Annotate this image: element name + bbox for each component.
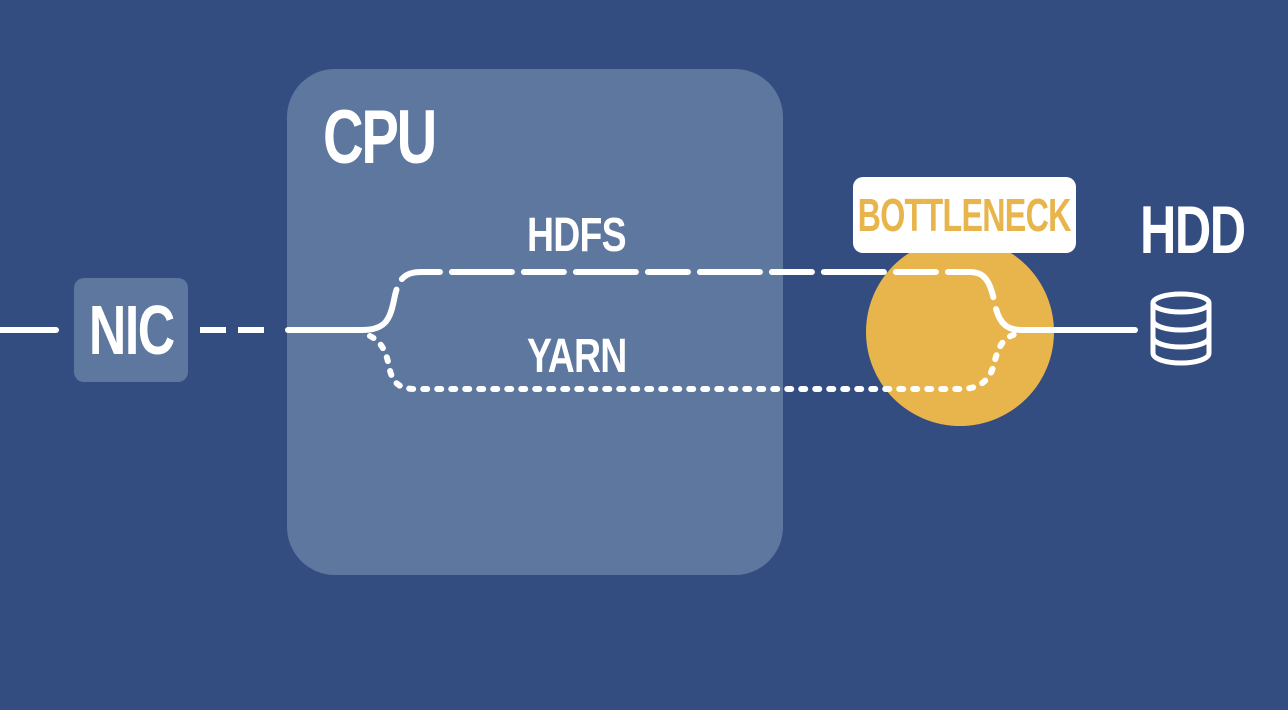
cpu-label: CPU bbox=[323, 95, 437, 180]
database-icon bbox=[1150, 291, 1212, 366]
yarn-path bbox=[367, 331, 1019, 392]
yarn-label: YARN bbox=[527, 330, 627, 383]
nic-box: NIC bbox=[74, 278, 188, 382]
hdfs-label: HDFS bbox=[527, 209, 627, 262]
hdfs-path bbox=[359, 269, 1025, 333]
nic-label: NIC bbox=[88, 291, 175, 369]
cpu-box bbox=[287, 69, 783, 575]
bottleneck-circle bbox=[866, 238, 1054, 426]
bottleneck-label: BOTTLENECK bbox=[857, 189, 1072, 241]
bottleneck-badge: BOTTLENECK bbox=[853, 177, 1076, 253]
hdd-label: HDD bbox=[1140, 192, 1246, 268]
